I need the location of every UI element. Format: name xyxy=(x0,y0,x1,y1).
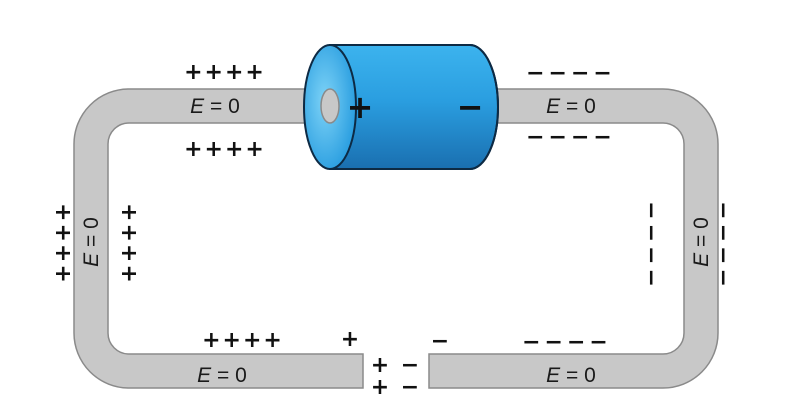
charges-left-inner: ++++ xyxy=(117,201,142,283)
battery-positive-terminal: + xyxy=(347,88,374,126)
field-label-bottom-left: E = 0 xyxy=(197,364,247,387)
field-label-right: E = 0 xyxy=(690,217,713,267)
charges-gap-negative-face: −− xyxy=(401,353,419,400)
field-label-top-right: E = 0 xyxy=(546,95,596,118)
charges-top-left-below: ++++ xyxy=(184,137,266,162)
field-label-left: E = 0 xyxy=(80,217,103,267)
charges-gap-positive-face: ++ xyxy=(371,353,389,400)
charges-top-right-below: −−−− xyxy=(526,125,616,150)
charges-top-right-above: −−−− xyxy=(526,61,616,86)
field-label-top-left: E = 0 xyxy=(190,95,240,118)
wire-end-in-cap xyxy=(320,88,340,124)
charges-right-inner: −−−− xyxy=(639,197,664,287)
battery-body-shadow xyxy=(469,44,499,170)
battery-negative-terminal: − xyxy=(457,88,484,126)
charges-right-outer: −−−− xyxy=(711,197,736,287)
battery: + − xyxy=(303,44,499,170)
charges-bottom-left-above: ++++ xyxy=(202,328,284,353)
conductor-wire xyxy=(73,88,364,389)
conductor-wire xyxy=(428,88,719,389)
field-label-bottom-right: E = 0 xyxy=(546,364,596,387)
charge-gap-positive-top: + xyxy=(341,327,359,352)
charge-gap-negative-top: − xyxy=(431,329,449,354)
charges-left-outer: ++++ xyxy=(51,201,76,283)
charges-top-left-above: ++++ xyxy=(184,60,266,85)
charges-bottom-right-above: −−−− xyxy=(522,330,612,355)
